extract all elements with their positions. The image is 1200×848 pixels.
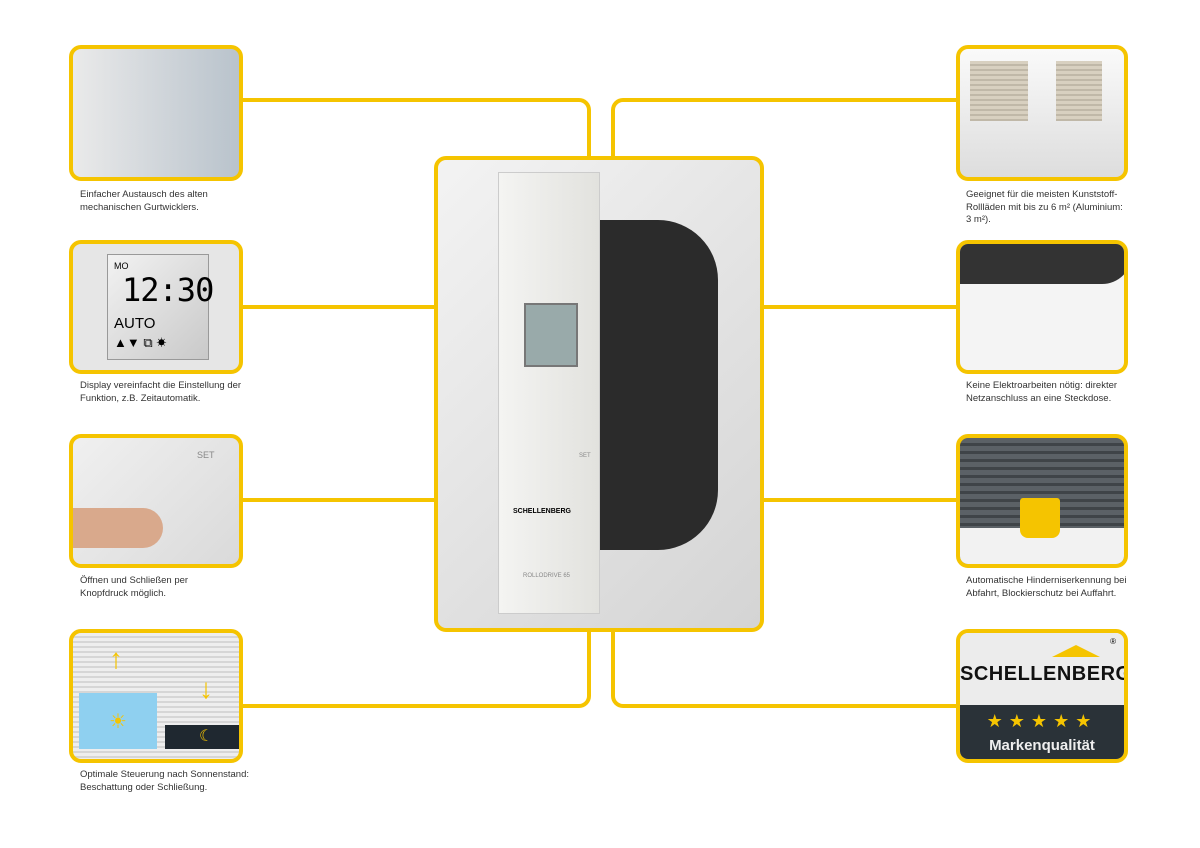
feature-image-button-press: SET [69,434,243,568]
feature-caption: Einfacher Austausch des alten mechanisch… [80,189,208,213]
sun-window: ☀ [79,693,157,749]
set-label: SET [197,450,215,460]
lcd-mode: AUTO [114,315,156,332]
connector-line [762,498,958,502]
feature-caption: Geeignet für die meisten Kunststoff-Roll… [966,189,1123,225]
product-image: SCHELLENBERG ROLLODRIVE 65 SET [434,156,764,632]
lcd-icons: ▲▼ ⧉ ☀ [114,335,167,350]
roof-logo-icon [1052,645,1100,657]
arrow-down-icon: ↓ [199,673,213,704]
star-rating-icon: ★★★★★ [986,711,1098,731]
lcd-day: MO [114,261,129,271]
device-display [524,303,578,367]
device-model: ROLLODRIVE 65 [523,573,571,579]
shutter [970,61,1028,121]
device-brand: SCHELLENBERG [513,508,571,515]
feature-image-obstacle [956,434,1128,568]
feature-image-sun-control: ☀ ☾ ↑ ↓ [69,629,243,763]
badge-label: Markenqualität [989,737,1095,754]
finger [73,508,163,548]
feature-caption: Keine Elektroarbeiten nötig: direkter Ne… [966,380,1118,404]
arrow-up-icon: ↑ [109,643,123,674]
feature-caption: Optimale Steuerung nach Sonnenstand: Bes… [80,769,250,793]
sun-icon: ☀ [109,711,127,733]
feature-image-house [956,45,1128,181]
belt-winder-device: SCHELLENBERG ROLLODRIVE 65 SET [498,172,600,614]
shutter [1056,61,1102,121]
feature-image-cable [956,240,1128,374]
registered-mark: ® [1110,637,1116,646]
moon-window: ☾ [165,725,239,749]
moon-icon: ☾ [199,728,214,745]
feature-image-installation [69,45,243,181]
badge-bottom [960,705,1124,759]
connector-line [242,498,436,502]
connector-line [611,98,962,162]
feature-caption: Öffnen und Schließen per Knopfdruck mögl… [80,575,189,599]
brand-quality-badge: ® SCHELLENBERG ★★★★★ Markenqualität [956,629,1128,763]
feature-caption: Automatische Hinderniserkennung bei Abfa… [966,575,1127,599]
lcd-time: 12:30 [122,271,214,309]
feature-image-display: MO 12:30 AUTO ▲▼ ⧉ ☀ [69,240,243,374]
mug [1020,498,1060,538]
lcd-display: MO 12:30 AUTO ▲▼ ⧉ ☀ [107,254,214,360]
motor-housing [588,220,718,550]
connector-line [242,98,591,162]
connector-line [242,628,591,708]
motor-part [960,244,1124,284]
feature-caption: Display vereinfacht die Einstellung der … [80,380,242,404]
connector-line [242,305,436,309]
brand-logo: SCHELLENBERG [960,663,1128,685]
device-set-label: SET [579,453,591,459]
connector-line [611,628,962,708]
connector-line [762,305,958,309]
badge-top: ® SCHELLENBERG [960,633,1124,705]
